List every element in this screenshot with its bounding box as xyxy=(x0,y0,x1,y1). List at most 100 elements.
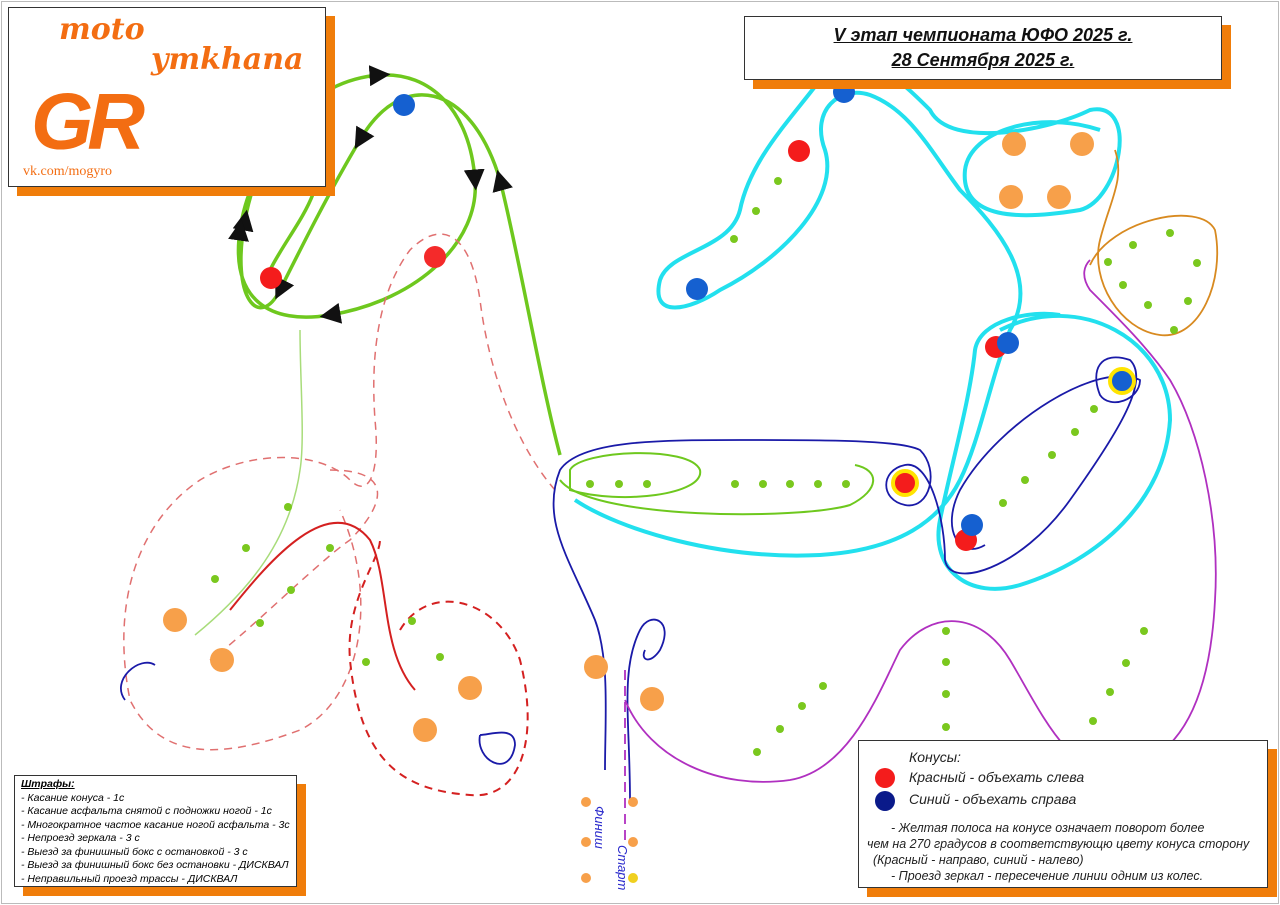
penalty-item: - Касание конуса - 1с xyxy=(21,791,125,804)
finish-label: Финиш xyxy=(592,806,607,849)
blue-cone xyxy=(997,332,1019,354)
logo-word-moto: moto xyxy=(59,12,145,47)
green-cones xyxy=(211,177,1201,758)
penalty-item: - Выезд за финишный бокс с остановкой - … xyxy=(21,845,248,858)
cone xyxy=(1104,258,1112,266)
cone xyxy=(1122,659,1130,667)
cone xyxy=(1071,428,1079,436)
red-cone xyxy=(788,140,810,162)
penalty-item: - Многократное частое касание ногой асфа… xyxy=(21,818,290,831)
legend-blue: Синий - объехать справа xyxy=(909,791,1077,807)
blue-cone xyxy=(961,514,983,536)
cone xyxy=(413,718,437,742)
blue-cone xyxy=(686,278,708,300)
cone xyxy=(798,702,806,710)
cone xyxy=(581,873,591,883)
start-label: Старт xyxy=(615,845,630,891)
green-route xyxy=(194,65,875,636)
cone xyxy=(731,480,739,488)
cone xyxy=(752,207,760,215)
cone xyxy=(814,480,822,488)
cone xyxy=(1170,326,1178,334)
cone xyxy=(753,748,761,756)
cone xyxy=(999,499,1007,507)
cone xyxy=(774,177,782,185)
logo: moto ymkhana GR vk.com/mogyro xyxy=(8,7,326,187)
cone xyxy=(730,235,738,243)
blue-cone xyxy=(833,81,855,103)
cone xyxy=(640,687,664,711)
legend-box: Конусы: Красный - объехать слева Синий -… xyxy=(858,740,1268,888)
penalty-item: - Касание асфальта снятой с подножки ног… xyxy=(21,805,272,817)
cone xyxy=(786,480,794,488)
cone xyxy=(584,655,608,679)
blue-cone-icon xyxy=(875,791,895,811)
legend-note-3: (Красный - направо, синий - налево) xyxy=(873,853,1084,867)
cone xyxy=(362,658,370,666)
cone xyxy=(586,480,594,488)
cone xyxy=(776,725,784,733)
logo-word-gymkhana: ymkhana xyxy=(151,42,304,77)
cone xyxy=(1047,185,1071,209)
red-cones xyxy=(260,140,1007,551)
cone xyxy=(581,837,591,847)
red-cone xyxy=(424,246,446,268)
cone xyxy=(1166,229,1174,237)
cone xyxy=(163,608,187,632)
event-title-box: V этап чемпионата ЮФО 2025 г. 28 Сентябр… xyxy=(744,16,1222,80)
cone xyxy=(1002,132,1026,156)
cone xyxy=(1106,688,1114,696)
cone xyxy=(581,797,591,807)
cone xyxy=(1070,132,1094,156)
red-cone-icon xyxy=(875,768,895,788)
cone xyxy=(842,480,850,488)
cone xyxy=(287,586,295,594)
cone xyxy=(1021,476,1029,484)
cone xyxy=(942,723,950,731)
logo-url[interactable]: vk.com/mogyro xyxy=(23,164,113,179)
penalty-item: - Выезд за финишный бокс без остановки -… xyxy=(21,859,289,871)
blue-route xyxy=(120,356,1141,801)
penalties-box: Штрафы: - Касание конуса - 1с - Касание … xyxy=(14,775,297,887)
legend-note-2: чем на 270 градусов в соответствующю цве… xyxy=(867,837,1250,851)
red-cone xyxy=(260,267,282,289)
cone xyxy=(284,503,292,511)
cone xyxy=(256,619,264,627)
cone xyxy=(942,690,950,698)
orange-cones xyxy=(163,132,1094,883)
legend-heading: Конусы: xyxy=(909,749,961,765)
cone xyxy=(942,627,950,635)
legend-red: Красный - объехать слева xyxy=(909,769,1085,785)
cone xyxy=(1048,451,1056,459)
red-cone-yellow xyxy=(891,469,919,497)
cone xyxy=(1129,241,1137,249)
cone xyxy=(942,658,950,666)
blue-cone xyxy=(393,94,415,116)
penalty-item: - Непроезд зеркала - 3 с xyxy=(21,832,140,844)
cone xyxy=(210,648,234,672)
cyan-route xyxy=(573,61,1173,591)
legend-note-4: - Проезд зеркал - пересечение линии одни… xyxy=(891,869,1204,883)
cone xyxy=(628,797,638,807)
cone xyxy=(1089,717,1097,725)
cone xyxy=(1119,281,1127,289)
legend-note-1: - Желтая полоса на конусе означает повор… xyxy=(891,821,1205,835)
blue-cone-yellow xyxy=(1108,367,1136,395)
event-date: 28 Сентября 2025 г. xyxy=(891,50,1075,70)
cone xyxy=(242,544,250,552)
cone xyxy=(615,480,623,488)
cone xyxy=(628,837,638,847)
cone xyxy=(759,480,767,488)
cone xyxy=(628,873,638,883)
cone xyxy=(999,185,1023,209)
red-route xyxy=(123,233,556,797)
penalties-heading: Штрафы: xyxy=(21,778,75,790)
cone xyxy=(1193,259,1201,267)
event-title: V этап чемпионата ЮФО 2025 г. xyxy=(833,25,1133,45)
cone xyxy=(436,653,444,661)
penalty-item: - Неправильный проезд трассы - ДИСКВАЛ xyxy=(21,872,238,885)
cone xyxy=(819,682,827,690)
cone xyxy=(408,617,416,625)
cone xyxy=(643,480,651,488)
